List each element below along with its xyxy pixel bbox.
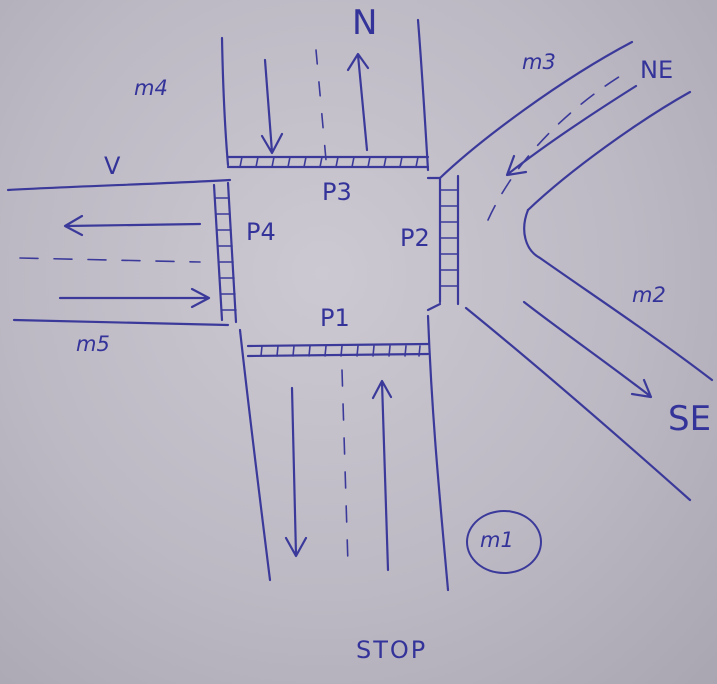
south-inbound-arrow — [373, 381, 391, 570]
crosswalk-p3-stripes — [240, 157, 418, 167]
west-road-centerline — [20, 258, 200, 262]
north-inbound-arrow — [262, 60, 282, 153]
label-crosswalk-p1: P1 — [320, 306, 350, 330]
label-road-m4: m4 — [134, 78, 168, 99]
label-southeast: SE — [668, 402, 711, 436]
southeast-outbound-arrow — [524, 302, 651, 397]
label-west: V — [104, 154, 120, 178]
south-outbound-arrow — [286, 388, 306, 556]
label-crosswalk-p3: P3 — [322, 180, 352, 204]
west-road-bottom-edge — [14, 320, 228, 325]
label-road-m5: m5 — [76, 334, 110, 355]
north-outbound-arrow — [348, 54, 368, 150]
west-inbound-arrow — [60, 289, 209, 307]
label-road-m2: m2 — [632, 285, 666, 306]
west-outbound-arrow — [65, 216, 200, 235]
southeast-road-inner-edge — [524, 210, 712, 380]
label-crosswalk-p2: P2 — [400, 226, 430, 250]
southeast-road-outer-edge — [466, 308, 690, 500]
north-road-right-edge — [418, 20, 428, 170]
north-road-centerline — [316, 50, 326, 160]
crosswalk-p2-stripes — [440, 190, 458, 286]
west-road-top-edge — [8, 180, 230, 190]
northeast-road-inner-edge — [528, 92, 690, 210]
crosswalk-p2-lines — [440, 176, 458, 304]
label-road-m3: m3 — [522, 52, 556, 73]
label-crosswalk-p4: P4 — [246, 220, 276, 244]
northeast-inbound-arrow — [507, 86, 636, 175]
label-northeast: NE — [640, 58, 673, 82]
crosswalk-p1-lines — [248, 344, 428, 356]
east-corner-connectors — [428, 178, 440, 310]
crosswalk-p4-lines — [214, 183, 236, 322]
south-road-centerline — [342, 370, 348, 565]
south-road-left-edge — [240, 330, 270, 580]
label-road-m1: m1 — [480, 530, 514, 551]
label-south-stop: STOP — [356, 638, 427, 662]
south-road-right-edge — [428, 316, 448, 590]
north-road-left-edge — [222, 38, 228, 165]
label-north: N — [352, 6, 377, 40]
